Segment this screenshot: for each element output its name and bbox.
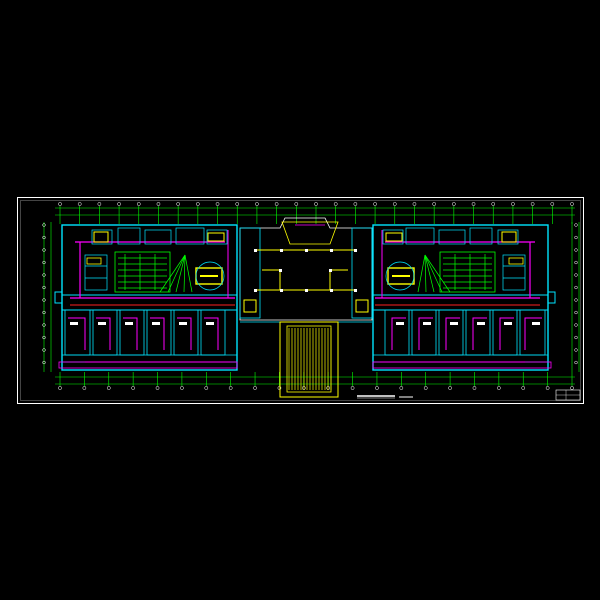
grid-bubble-side <box>574 298 578 302</box>
title-block <box>555 389 581 401</box>
grid-bubble <box>570 386 574 390</box>
grid-bubble-side <box>42 298 46 302</box>
grid-bubble-side <box>574 360 578 365</box>
grid-bubble <box>294 202 299 206</box>
grid-bubble-side <box>574 235 578 240</box>
grid-bubble <box>545 386 550 390</box>
grid-bubble <box>497 386 501 390</box>
inner-frame <box>20 200 581 401</box>
grid-bubble <box>412 202 417 206</box>
drawing-title-label <box>357 395 413 399</box>
grid-bubble <box>392 202 397 206</box>
grid-bubble <box>215 202 220 206</box>
grid-bubble-side <box>574 348 578 352</box>
grid-bubble <box>375 386 379 390</box>
grid-bubble <box>235 202 240 206</box>
grid-bubble <box>314 202 318 206</box>
grid-bubble <box>253 386 257 390</box>
grid-bubble-side <box>574 335 578 340</box>
grid-bubble-side <box>42 310 46 315</box>
grid-bubble-side <box>42 360 46 365</box>
grid-bubble <box>176 202 181 206</box>
grid-bubble-side <box>574 260 578 265</box>
grid-bubble <box>570 202 574 206</box>
grid-bubble <box>451 202 456 206</box>
grid-bubble <box>58 202 62 206</box>
grid-bubble <box>530 202 535 206</box>
grid-bubble <box>131 386 135 390</box>
grid-bubble <box>155 386 160 390</box>
grid-bubble <box>255 202 259 206</box>
grid-bubble-side <box>42 235 46 240</box>
grid-bubble <box>521 386 526 390</box>
grid-bubble <box>195 202 200 206</box>
grid-bubble <box>277 386 282 390</box>
grid-bubble-side <box>42 323 46 327</box>
grid-bubble <box>117 202 121 206</box>
grid-bubble-side <box>42 285 46 290</box>
drawing-frame <box>17 197 584 404</box>
grid-bubble <box>550 202 555 206</box>
grid-bubble <box>58 386 62 390</box>
grid-bubble-side <box>574 323 578 327</box>
central-stair-block <box>279 321 339 398</box>
grid-bubble <box>77 202 82 206</box>
grid-bubble-side <box>574 223 578 227</box>
axis-markers <box>42 202 578 390</box>
grid-bubble <box>432 202 437 206</box>
grid-bubble-side <box>42 260 46 265</box>
grid-bubble-side <box>42 223 46 227</box>
grid-bubble <box>204 386 209 390</box>
grid-bubble <box>448 386 452 390</box>
grid-bubble <box>423 386 428 390</box>
grid-bubble <box>350 386 355 390</box>
grid-bubble <box>373 202 377 206</box>
grid-bubble <box>511 202 515 206</box>
grid-bubble <box>472 386 477 390</box>
grid-bubble <box>97 202 102 206</box>
central-hall <box>239 217 373 323</box>
grid-bubble <box>399 386 404 390</box>
left-wing <box>54 224 238 371</box>
grid-bubble <box>333 202 338 206</box>
grid-bubble-side <box>42 348 46 352</box>
grid-bubble-side <box>574 273 578 277</box>
right-wing <box>372 224 556 371</box>
grid-bubble-side <box>574 285 578 290</box>
grid-bubble <box>156 202 161 206</box>
grid-bubble <box>353 202 358 206</box>
grid-bubble <box>491 202 496 206</box>
grid-bubble-side <box>42 335 46 340</box>
grid-bubble-side <box>42 248 46 252</box>
grid-bubble <box>82 386 87 390</box>
grid-bubble <box>180 386 184 390</box>
grid-bubble <box>274 202 279 206</box>
grid-bubble <box>228 386 233 390</box>
grid-bubble-side <box>574 310 578 315</box>
axis-grid <box>43 207 580 385</box>
grid-bubble <box>106 386 111 390</box>
grid-bubble <box>471 202 476 206</box>
grid-bubble-side <box>42 273 46 277</box>
grid-bubble-side <box>574 248 578 252</box>
grid-bubble <box>136 202 141 206</box>
